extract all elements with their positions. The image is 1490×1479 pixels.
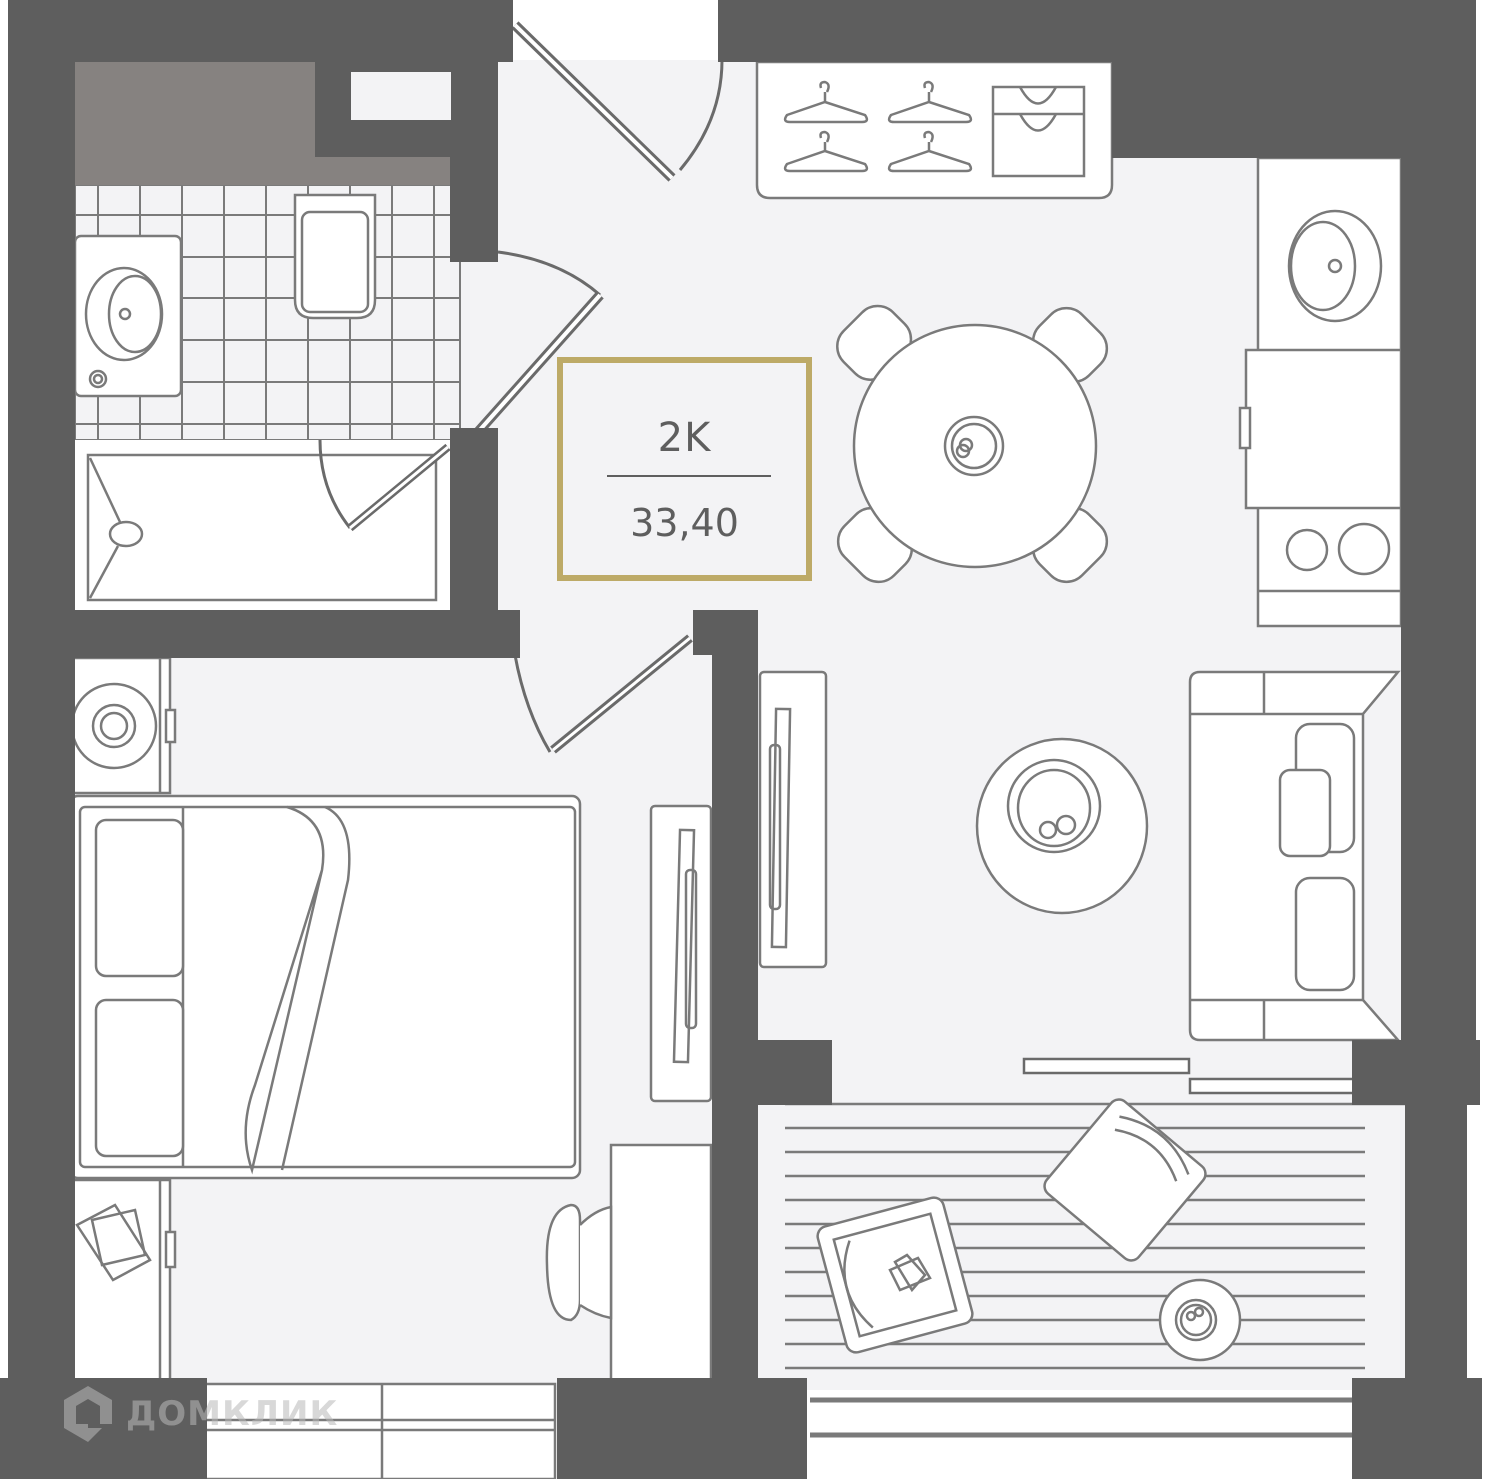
coffee-table: [975, 737, 1149, 915]
toilet: [293, 193, 377, 320]
dining-set: [836, 304, 1109, 584]
wardrobe: [755, 60, 1114, 200]
label-divider: [607, 475, 771, 477]
balcony-door-panels: [1022, 1057, 1357, 1095]
entry-door: [511, 21, 724, 182]
hanger-icon: [783, 80, 973, 173]
folded-shirts-icon: [991, 85, 1086, 178]
apartment-area: 33,40: [630, 501, 739, 545]
vent-opening: [351, 72, 451, 120]
bedroom-furniture: [68, 656, 713, 1397]
tv-stand-living: [758, 670, 828, 969]
kitchen-counter: [1238, 156, 1403, 628]
bathroom-tiles: [74, 184, 461, 441]
bathtub: [75, 440, 460, 610]
bedroom-door: [513, 634, 693, 754]
apartment-type: 2K: [657, 415, 712, 461]
bathroom-sink: [73, 234, 183, 398]
balcony-furniture: [816, 1098, 1242, 1362]
bathroom-door: [318, 439, 451, 532]
hall-bathroom-door: [474, 250, 604, 436]
bathroom-ventilation-shaft: [75, 62, 450, 185]
bedroom-window: [203, 1382, 557, 1479]
sofa: [1188, 670, 1401, 1042]
watermark: ДОМКЛИК: [62, 1384, 338, 1444]
watermark-brand: ДОМКЛИК: [126, 1394, 339, 1434]
book-icon: [75, 1203, 152, 1282]
book-icon: [888, 1253, 932, 1293]
domclick-house-logo-icon: [64, 1386, 112, 1442]
apartment-label: 2K 33,40: [557, 357, 812, 581]
